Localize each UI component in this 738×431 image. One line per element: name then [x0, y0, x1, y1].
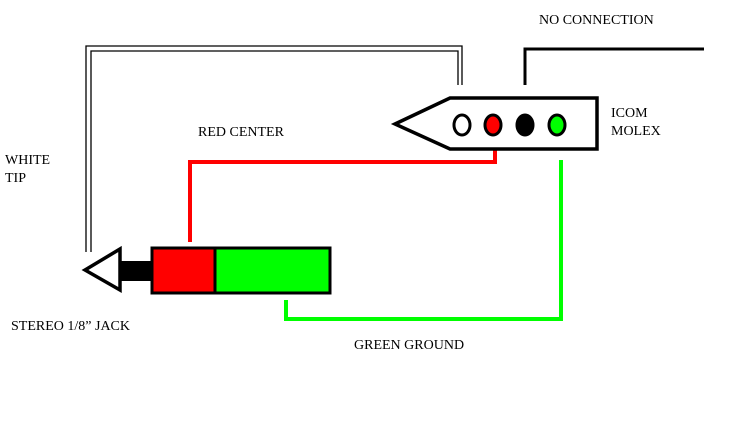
tip-label: TIP	[5, 171, 26, 186]
molex-label: MOLEX	[611, 124, 661, 139]
white-pin	[452, 113, 472, 137]
no-connection-label: NO CONNECTION	[539, 13, 654, 28]
jack-neck	[120, 261, 153, 281]
jack-ring-red	[150, 246, 217, 295]
white-wire	[85, 45, 463, 252]
green-pin	[547, 113, 567, 137]
green-ground-label: GREEN GROUND	[354, 338, 465, 353]
jack-tip	[81, 245, 122, 294]
icom-label: ICOM	[611, 106, 648, 121]
red-pin	[483, 113, 503, 137]
green-wire	[284, 160, 563, 321]
no-connection-wire	[523, 47, 704, 85]
red-center-label: RED CENTER	[198, 125, 284, 140]
red-wire	[188, 150, 497, 242]
stereo-jack-label: STEREO 1/8” JACK	[11, 319, 130, 334]
stereo-jack-plug	[81, 245, 332, 295]
white-label: WHITE	[5, 153, 51, 168]
icom-molex-connector	[390, 96, 599, 151]
black-pin	[515, 113, 535, 137]
jack-sleeve-green	[213, 246, 332, 295]
